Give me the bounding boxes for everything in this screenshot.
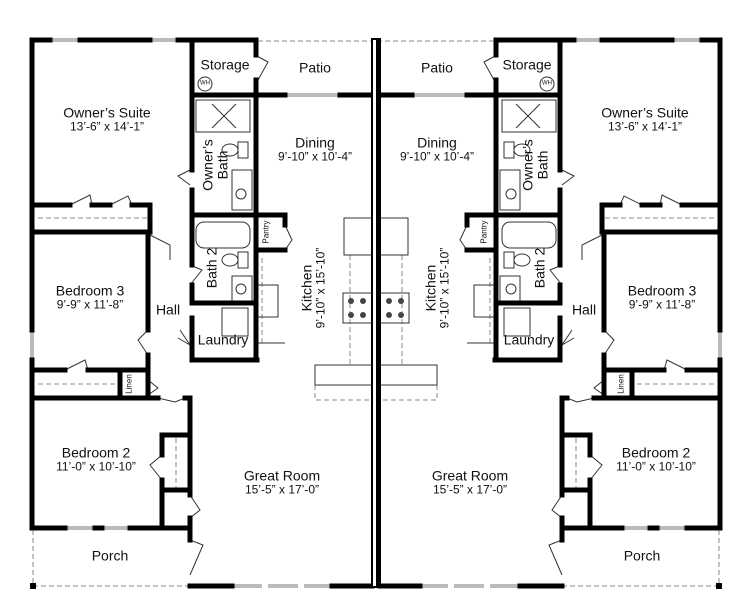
- room-dimensions: 9’-10” x 10’-4”: [399, 150, 475, 165]
- room-dimensions: 13’-6” x 14’-1”: [607, 120, 683, 135]
- right-room-porch: Porch: [623, 547, 661, 564]
- room-dimensions: 9’-10” x 15’-10”: [438, 247, 453, 329]
- right-room-owners-bath: Owner’s Bath: [519, 135, 552, 195]
- left-room-pantry: Pantry: [261, 220, 272, 244]
- room-name: Bath 2: [203, 247, 220, 289]
- room-name: Laundry: [503, 331, 555, 348]
- room-name: Patio: [299, 59, 331, 76]
- room-dimensions: 15’-5” x 17’-0”: [244, 483, 320, 498]
- room-name: Bedroom 3: [627, 282, 697, 299]
- room-name: Porch: [91, 547, 129, 564]
- water-heater-label: WH: [200, 80, 210, 87]
- room-dimensions: 11’-0” x 10’-10”: [56, 460, 136, 475]
- room-name: Bedroom 2: [61, 444, 131, 461]
- right-room-pantry: Pantry: [479, 220, 490, 244]
- left-room-owners-bath: Owner’s Bath: [199, 135, 232, 195]
- room-name: Hall: [571, 301, 597, 318]
- room-name: Dining: [295, 134, 335, 151]
- room-dimensions: 9’-9” x 11’-8”: [56, 298, 124, 313]
- right-room-bath-2: Bath 2: [531, 247, 548, 289]
- left-room-patio: Patio: [299, 59, 331, 76]
- right-room-hall: Hall: [571, 301, 597, 318]
- room-name: Bath 2: [531, 247, 548, 289]
- room-dimensions: 9’-10” x 10’-4”: [277, 150, 353, 165]
- room-name: Owner’s Suite: [601, 104, 689, 121]
- left-room-laundry: Laundry: [197, 331, 249, 348]
- room-dimensions: 9’-9” x 11’-8”: [628, 298, 696, 313]
- left-room-linen: Linen: [124, 374, 135, 394]
- room-name: Linen: [616, 374, 626, 394]
- left-room-storage: Storage: [200, 56, 250, 73]
- left-room-porch: Porch: [91, 547, 129, 564]
- room-name: Laundry: [197, 331, 249, 348]
- room-dimensions: 13’-6” x 14’-1”: [69, 120, 145, 135]
- room-name: Porch: [623, 547, 661, 564]
- right-room-linen: Linen: [616, 374, 627, 394]
- room-dimensions: 11’-0” x 10’-10”: [616, 460, 696, 475]
- room-name: Bedroom 2: [621, 444, 691, 461]
- room-name: Great Room: [431, 467, 509, 484]
- room-name: Bedroom 3: [55, 282, 125, 299]
- room-name: Storage: [200, 56, 250, 73]
- room-name: Pantry: [261, 220, 271, 244]
- room-dimensions: 15’-5” x 17’-0”: [432, 483, 508, 498]
- room-name: Hall: [155, 301, 181, 318]
- room-dimensions: 9’-10” x 15’-10”: [314, 247, 329, 329]
- room-name: Pantry: [479, 220, 489, 244]
- right-room-laundry: Laundry: [503, 331, 555, 348]
- right-room-patio: Patio: [421, 59, 453, 76]
- room-name: Kitchen: [298, 264, 315, 312]
- room-name: Storage: [502, 56, 552, 73]
- right-room-storage: Storage: [502, 56, 552, 73]
- left-room-bath-2: Bath 2: [203, 247, 220, 289]
- room-name: Patio: [421, 59, 453, 76]
- room-name: Owner’s Suite: [63, 104, 151, 121]
- room-name: Dining: [417, 134, 457, 151]
- room-name: Owner’s Bath: [199, 139, 231, 191]
- room-name: Owner’s Bath: [519, 139, 551, 191]
- room-name: Kitchen: [422, 264, 439, 312]
- water-heater-label: WH: [542, 80, 552, 87]
- room-name: Great Room: [243, 467, 321, 484]
- left-room-hall: Hall: [155, 301, 181, 318]
- room-name: Linen: [124, 374, 134, 394]
